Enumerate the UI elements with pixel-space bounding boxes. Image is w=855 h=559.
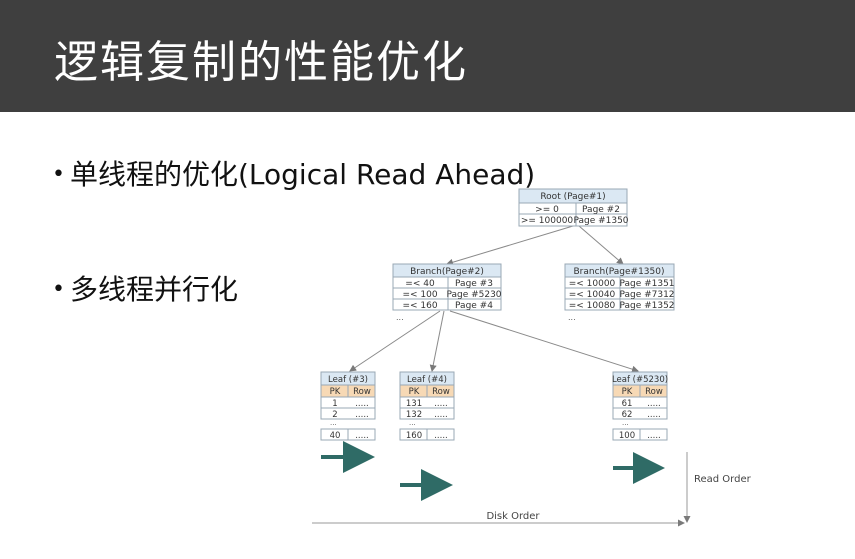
disk-order-label: Disk Order xyxy=(486,511,540,522)
bullet-dot: • xyxy=(52,277,65,302)
edge-branch-leaf5230 xyxy=(449,310,639,373)
read-order-arrows xyxy=(321,441,665,501)
leaf-3-row-0: ..... xyxy=(355,399,369,409)
leaf-3-header: Leaf (#3) xyxy=(328,375,368,385)
leaf-5230-col-pk: PK xyxy=(622,387,633,397)
leaf-5230-pk-0: 61 xyxy=(622,399,633,409)
branch-node-right: Branch(Page#1350) =< 10000 Page #1351 =<… xyxy=(564,263,675,322)
branch-left-ellipsis: ... xyxy=(396,313,404,322)
slide-title: 逻辑复制的性能优化 xyxy=(54,37,468,88)
branch-node-left: Branch(Page#2) =< 40 Page #3 =< 100 Page… xyxy=(392,263,502,322)
leaf-5230-col-row: Row xyxy=(645,387,663,397)
branch-left-header: Branch(Page#2) xyxy=(410,267,484,277)
leaf-5230-last-row: ..... xyxy=(647,431,661,441)
leaf-5230-ellipsis: ... xyxy=(622,419,629,427)
branch-left-ptr-1: Page #5230 xyxy=(446,290,501,300)
branch-right-key-1: =< 10040 xyxy=(569,290,616,300)
leaf-3-last-pk: 40 xyxy=(330,431,341,441)
leaf-3-pk-1: 2 xyxy=(332,410,337,420)
branch-right-key-0: =< 10000 xyxy=(569,279,616,289)
leaf-3-pk-0: 1 xyxy=(332,399,337,409)
branch-right-ptr-2: Page #1352 xyxy=(619,301,674,311)
edge-branch-leaf3 xyxy=(349,310,441,372)
branch-right-key-2: =< 10080 xyxy=(569,301,616,311)
bullet-single-thread: •单线程的优化(Logical Read Ahead) xyxy=(52,153,535,193)
leaf-4-row-0: ..... xyxy=(434,399,448,409)
leaf-node-5230: Leaf (#5230) PK Row 61 ..... 62 ..... ..… xyxy=(612,371,668,441)
branch-left-ptr-0: Page #3 xyxy=(455,279,493,289)
branch-left-key-2: =< 160 xyxy=(402,301,437,311)
root-key-0: >= 0 xyxy=(535,205,559,215)
leaf-4-col-pk: PK xyxy=(409,387,420,397)
root-key-1: >= 100000 xyxy=(521,216,574,226)
leaf-3-last-row: ..... xyxy=(355,431,369,441)
leaf-node-4: Leaf (#4) PK Row 131 ..... 132 ..... ...… xyxy=(399,371,455,441)
leaf-5230-row-0: ..... xyxy=(647,399,661,409)
leaf-5230-row-1: ..... xyxy=(647,410,661,420)
root-ptr-0: Page #2 xyxy=(582,205,620,215)
leaf-4-header: Leaf (#4) xyxy=(407,375,447,385)
leaf-4-pk-0: 131 xyxy=(406,399,422,409)
branch-left-key-0: =< 40 xyxy=(405,279,435,289)
branch-right-ptr-0: Page #1351 xyxy=(619,279,674,289)
edge-root-branch-left xyxy=(446,225,574,266)
root-header: Root (Page#1) xyxy=(540,192,605,202)
title-bar: 逻辑复制的性能优化 xyxy=(0,0,855,112)
leaf-4-ellipsis: ... xyxy=(409,419,416,427)
leaf-4-last-row: ..... xyxy=(434,431,448,441)
bullet-dot: • xyxy=(52,162,65,187)
bullet-text: 单线程的优化(Logical Read Ahead) xyxy=(70,158,536,191)
leaf-3-col-row: Row xyxy=(353,387,371,397)
branch-right-ellipsis: ... xyxy=(568,313,576,322)
leaf-3-row-1: ..... xyxy=(355,410,369,420)
branch-right-header: Branch(Page#1350) xyxy=(573,267,664,277)
branch-left-ptr-2: Page #4 xyxy=(455,301,493,311)
read-order-label: Read Order xyxy=(694,474,752,485)
edge-branch-leaf4 xyxy=(429,310,445,372)
branch-right-ptr-1: Page #7312 xyxy=(619,290,674,300)
tree-edges xyxy=(349,225,639,373)
leaf-4-row-1: ..... xyxy=(434,410,448,420)
bullet-text: 多线程并行化 xyxy=(70,273,239,306)
leaf-4-last-pk: 160 xyxy=(406,431,422,441)
root-node: Root (Page#1) >= 0 Page #2 >= 100000 Pag… xyxy=(518,188,629,227)
root-ptr-1: Page #1350 xyxy=(573,216,628,226)
leaf-3-ellipsis: ... xyxy=(330,419,337,427)
leaf-5230-last-pk: 100 xyxy=(619,431,635,441)
bullet-multi-thread: •多线程并行化 xyxy=(52,268,238,308)
leaf-4-col-row: Row xyxy=(432,387,450,397)
edge-root-branch-right xyxy=(578,225,624,265)
leaf-node-3: Leaf (#3) PK Row 1 ..... 2 ..... ... 40 … xyxy=(320,371,376,441)
branch-left-key-1: =< 100 xyxy=(402,290,437,300)
leaf-5230-pk-1: 62 xyxy=(622,410,633,420)
leaf-5230-header: Leaf (#5230) xyxy=(612,375,668,385)
leaf-3-col-pk: PK xyxy=(330,387,341,397)
leaf-4-pk-1: 132 xyxy=(406,410,422,420)
